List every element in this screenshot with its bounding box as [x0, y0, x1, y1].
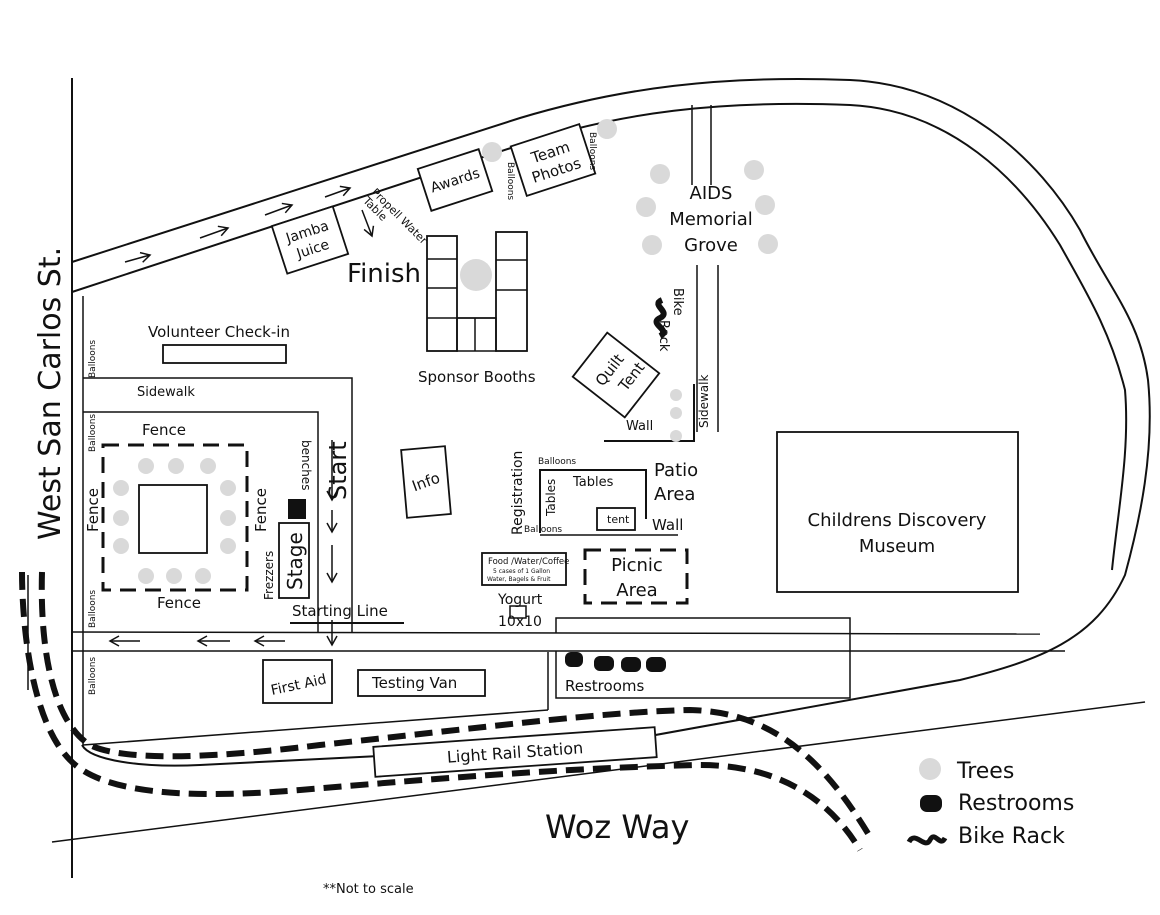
- legend-label-trees: Trees: [956, 759, 1014, 784]
- sidewalk-label: Sidewalk: [137, 385, 195, 400]
- jamba-juice-booth: Jamba Juice: [270, 205, 350, 275]
- not-to-scale-note: **Not to scale: [323, 882, 414, 897]
- balloons-label-6: Balloons: [524, 525, 562, 535]
- balloons-label-2: Balloons: [88, 414, 98, 452]
- rack-text: Rack: [656, 320, 671, 352]
- aids-memorial-grove: AIDS Memorial Grove: [636, 160, 778, 256]
- patio-text: Patio: [654, 460, 698, 481]
- propell-water-table: Propell Water Table: [360, 186, 431, 247]
- registration-label: Registration: [510, 451, 526, 535]
- start-label: Start: [324, 441, 352, 500]
- yogurt-size-text: 10x10: [498, 614, 542, 630]
- food-text-3: Water, Bagels & Fruit: [487, 576, 551, 583]
- info-booth: Info: [400, 445, 452, 519]
- fence-label-left: Fence: [84, 488, 102, 532]
- west-san-carlos-label: West San Carlos St.: [33, 247, 68, 540]
- restrooms-label: Restrooms: [565, 677, 644, 695]
- testing-van: [357, 669, 486, 697]
- balloons-label-3: Balloons: [88, 590, 98, 628]
- fence-label-right: Fence: [252, 488, 270, 532]
- stage-label: Stage: [283, 532, 307, 590]
- light-rail-station: Light Rail Station: [372, 726, 658, 778]
- woz-way-label: Woz Way: [545, 808, 689, 846]
- sidewalk-label-2: Sidewalk: [697, 375, 711, 428]
- restroom-icon: [920, 795, 942, 812]
- picnic-area-text: Area: [616, 580, 657, 601]
- area-text: Area: [654, 484, 695, 505]
- balloons-label-1: Balloons: [88, 340, 98, 378]
- wall-label-1: Wall: [626, 419, 653, 434]
- testing-van-label: Testing Van: [371, 674, 457, 692]
- childrens-discovery-museum: [776, 431, 1019, 593]
- tree-icon: [919, 758, 941, 780]
- first-aid-booth: [262, 659, 333, 704]
- fence-label-top: Fence: [142, 421, 186, 439]
- sponsor-booths-label: Sponsor Booths: [418, 368, 536, 386]
- street-lines: [51, 77, 1151, 878]
- picnic-text: Picnic: [611, 555, 663, 576]
- legend-label-restrooms: Restrooms: [958, 791, 1074, 816]
- balloons-label-4: Balloons: [88, 657, 98, 695]
- bike-rack-icon: [906, 834, 948, 846]
- restrooms-icons: [565, 652, 666, 672]
- tables-label-2: Tables: [544, 479, 558, 517]
- freezers-label: Frezzers: [262, 551, 276, 600]
- wall-label-2: Wall: [652, 516, 683, 534]
- legend-label-bike-rack: Bike Rack: [958, 824, 1065, 849]
- tent-label: tent: [607, 513, 630, 526]
- legend: Trees Restrooms Bike Rack: [906, 758, 1074, 849]
- bike-text: Bike: [670, 288, 685, 316]
- volunteer-checkin-label: Volunteer Check-in: [148, 323, 290, 341]
- light-rail-tracks: [19, 571, 875, 852]
- picnic-area: [583, 548, 689, 605]
- grove-text: Grove: [684, 235, 738, 256]
- stage-box: [278, 522, 310, 599]
- benches-block: [288, 499, 306, 519]
- museum-text: Museum: [859, 536, 935, 557]
- balloons-label-team: Balloons: [587, 132, 597, 170]
- aids-text: AIDS: [690, 183, 733, 204]
- fenced-area: [101, 443, 249, 592]
- sponsor-booths: [426, 231, 528, 352]
- finish-label: Finish: [347, 259, 421, 289]
- childrens-text: Childrens Discovery: [808, 510, 987, 531]
- team-photos-booth: Team Photos: [509, 123, 597, 197]
- food-text-1: Food /Water/Coffee: [488, 557, 569, 567]
- awards-booth: Awards: [416, 148, 494, 212]
- fence-label-bottom: Fence: [157, 594, 201, 612]
- balloons-label-5: Balloons: [538, 457, 576, 467]
- food-text-2: 5 cases of 1 Gallon: [493, 568, 550, 575]
- quilt-tent: Quilt: [571, 331, 661, 419]
- route-arrows: [108, 185, 375, 647]
- balloons-label-awards: Balloons: [505, 162, 515, 200]
- tables-label-1: Tables: [572, 475, 614, 490]
- memorial-text: Memorial: [669, 209, 753, 230]
- food-water-table: [481, 552, 567, 586]
- volunteer-checkin-table: [162, 344, 287, 364]
- yogurt-text: Yogurt: [497, 592, 543, 608]
- starting-line-label: Starting Line: [292, 602, 388, 620]
- benches-label: benches: [299, 440, 313, 490]
- bike-rack-icon-map: [653, 297, 667, 339]
